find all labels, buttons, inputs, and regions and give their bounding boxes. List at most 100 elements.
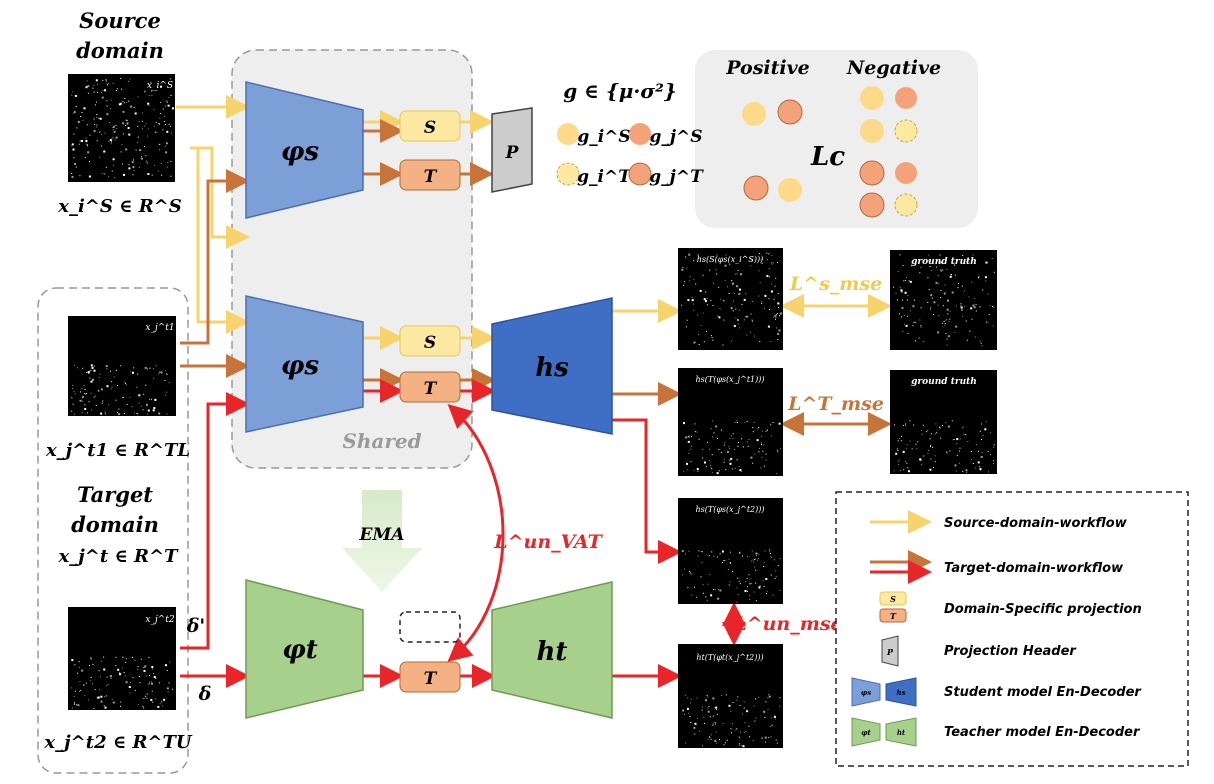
speckle <box>149 367 151 369</box>
speckle <box>710 738 712 740</box>
speckle <box>921 429 923 431</box>
speckle <box>779 705 781 707</box>
speckle <box>688 253 691 256</box>
speckle <box>953 263 955 265</box>
speckle <box>770 717 772 719</box>
speckle <box>754 566 756 568</box>
speckle <box>739 552 741 554</box>
speckle <box>770 423 771 425</box>
speckle <box>94 123 96 125</box>
speckle <box>730 307 733 310</box>
feature-gjt-label: g_j^T <box>649 167 704 187</box>
speckle <box>768 694 769 696</box>
speckle <box>106 676 108 678</box>
speckle <box>166 413 168 415</box>
speckle <box>716 273 718 275</box>
speckle <box>900 290 903 293</box>
speckle <box>929 438 931 440</box>
speckle <box>74 690 76 692</box>
speckle <box>742 555 743 557</box>
speckle <box>72 403 74 405</box>
speckle <box>120 151 122 153</box>
speckle <box>693 278 695 280</box>
speckle <box>766 252 768 254</box>
speckle <box>905 324 908 327</box>
speckle <box>103 696 105 698</box>
speckle <box>714 721 716 723</box>
speckle <box>80 689 82 691</box>
speckle <box>985 280 987 282</box>
speckle <box>141 405 143 407</box>
speckle <box>124 381 126 383</box>
speckle <box>713 282 715 284</box>
speckle <box>74 163 77 165</box>
speckle <box>123 133 125 135</box>
speckle <box>981 423 983 425</box>
speckle <box>693 341 696 344</box>
speckle <box>736 601 738 603</box>
speckle <box>717 437 718 439</box>
speckle <box>709 574 711 576</box>
speckle <box>739 551 741 553</box>
speckle <box>959 447 961 449</box>
speckle <box>754 453 756 455</box>
speckle <box>771 263 773 265</box>
speckle <box>89 370 91 372</box>
speckle <box>79 681 81 683</box>
speckle <box>93 85 95 87</box>
speckle <box>938 283 940 285</box>
speckle <box>694 431 696 433</box>
speckle <box>755 717 757 719</box>
speckle <box>693 586 695 588</box>
speckle <box>105 166 107 168</box>
speckle <box>744 590 747 592</box>
speckle <box>930 270 932 271</box>
speckle <box>898 459 900 461</box>
speckle <box>166 687 169 690</box>
speckle <box>931 297 933 299</box>
speckle <box>149 399 150 400</box>
speckle <box>751 550 753 552</box>
speckle <box>725 469 727 471</box>
speckle <box>702 745 703 747</box>
speckle <box>156 89 158 91</box>
speckle <box>103 705 105 707</box>
speckle <box>763 444 765 446</box>
speckle <box>768 549 770 551</box>
speckle <box>770 726 772 728</box>
speckle <box>759 341 761 343</box>
speckle <box>161 174 163 176</box>
speckle <box>728 446 730 448</box>
speckle <box>992 463 994 465</box>
speckle <box>902 265 904 267</box>
speckle <box>939 427 941 429</box>
speckle <box>921 464 922 466</box>
speckle <box>985 321 987 323</box>
speckle <box>125 119 127 121</box>
speckle <box>980 456 983 458</box>
speckle <box>100 412 103 415</box>
speckle <box>897 450 899 451</box>
speckle <box>702 592 704 594</box>
speckle <box>730 562 732 564</box>
projection-t-2-label: T <box>424 379 438 399</box>
speckle <box>122 163 123 165</box>
speckle <box>166 166 168 168</box>
speckle <box>758 427 760 428</box>
speckle <box>902 450 905 453</box>
speckle <box>151 95 153 96</box>
speckle <box>912 325 914 327</box>
speckle <box>950 274 952 276</box>
speckle <box>158 123 160 124</box>
speckle <box>974 336 976 338</box>
speckle <box>143 393 145 395</box>
speckle <box>98 670 100 672</box>
speckle <box>168 105 169 107</box>
speckle <box>766 275 769 277</box>
speckle <box>761 444 762 446</box>
speckle <box>729 462 732 465</box>
speckle <box>160 371 163 374</box>
speckle <box>154 165 156 167</box>
speckle <box>99 156 101 158</box>
speckle <box>74 393 76 395</box>
